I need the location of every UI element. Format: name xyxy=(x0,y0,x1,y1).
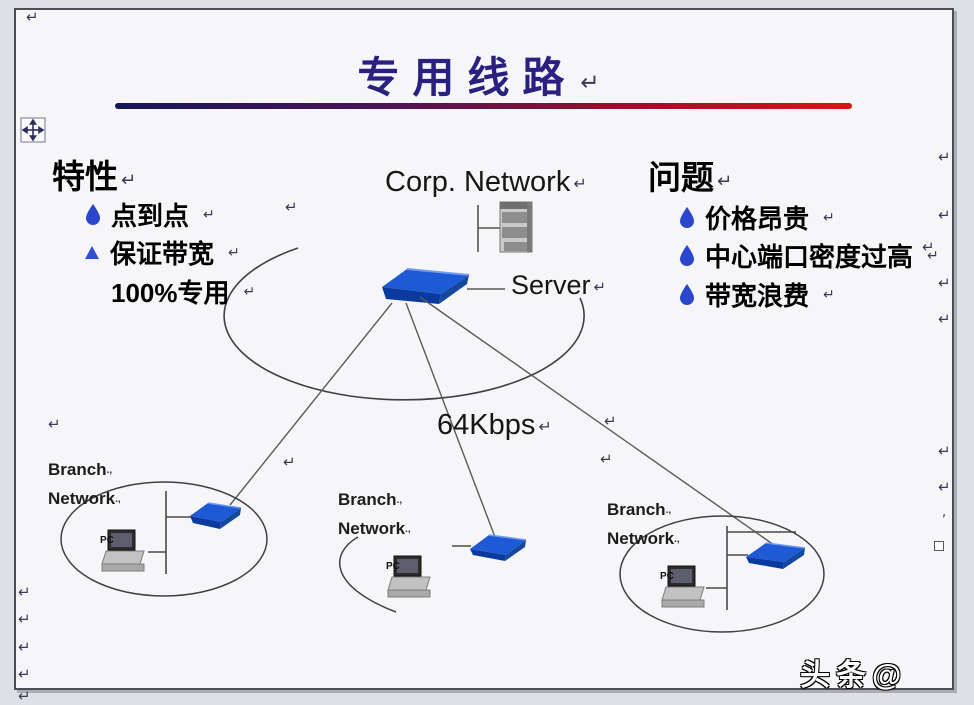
wan-link-left xyxy=(229,302,393,506)
paragraph-mark: ↵ xyxy=(18,665,31,683)
problem-item-label: 价格昂贵 xyxy=(705,204,810,234)
droplet-bullet-icon xyxy=(680,207,694,228)
router-icon-branch-left xyxy=(190,502,242,529)
paragraph-mark: ↵ xyxy=(18,638,31,656)
hidden-char-marks: ., xyxy=(405,524,411,535)
branch-middle-group: PC xyxy=(338,534,527,613)
problems-heading: 问题↵ xyxy=(648,151,732,199)
svg-text:PC: PC xyxy=(100,535,114,546)
droplet-bullet-icon xyxy=(680,284,694,305)
feature-item: 100%专用 ↵ xyxy=(111,273,255,310)
hidden-char-marks: ., xyxy=(106,465,113,476)
paragraph-mark: ↵ xyxy=(26,8,39,26)
paragraph-mark: ↵ xyxy=(285,198,298,216)
paragraph-mark: ↵ xyxy=(938,310,951,328)
hidden-char-marks: ., xyxy=(674,534,680,545)
branch-label-line1: Branch xyxy=(607,500,666,519)
problems-heading-text: 问题 xyxy=(648,159,714,196)
paragraph-mark: ↵ xyxy=(823,209,835,226)
corp-network-label-text: Corp. Network xyxy=(385,166,571,198)
corp-network-label: Corp. Network↵ xyxy=(385,166,587,199)
server-label: Server↵ xyxy=(511,270,606,301)
paragraph-mark: ↵ xyxy=(228,244,240,261)
server-icon xyxy=(477,201,533,253)
paragraph-mark: ↵ xyxy=(573,174,587,193)
wan-link-middle xyxy=(405,302,496,538)
hidden-char-mark: , xyxy=(942,505,947,520)
link-speed-label-text: 64Kbps xyxy=(437,409,536,441)
problem-item: 中心端口密度过高 ↵ xyxy=(680,237,939,274)
branch-label-line2: Network xyxy=(338,519,406,538)
hidden-char-marks: ., xyxy=(665,505,672,516)
server-label-text: Server xyxy=(511,270,591,300)
pc-icon-right: PC xyxy=(660,565,705,608)
paragraph-mark: ↵ xyxy=(203,206,215,223)
branch-middle-label: Branch., Network., xyxy=(338,486,411,544)
features-heading-text: 特性 xyxy=(52,158,118,195)
problem-item-label: 中心端口密度过高 xyxy=(705,242,914,272)
router-icon-branch-right xyxy=(746,542,806,569)
slide-title: 专用线路↵ xyxy=(290,44,680,105)
problem-item: 带宽浪费 ↵ xyxy=(680,276,835,313)
router-icon-branch-middle xyxy=(470,534,527,561)
triangle-bullet-icon xyxy=(85,246,99,259)
paragraph-mark: ↵ xyxy=(938,442,951,460)
hidden-char-marks: ., xyxy=(396,495,403,506)
paragraph-mark: ↵ xyxy=(823,286,835,303)
feature-item: 保证带宽 ↵ xyxy=(85,234,240,271)
toutiao-watermark: 头条@ xyxy=(800,659,908,692)
paragraph-mark: ↵ xyxy=(18,610,31,628)
paragraph-mark: ↵ xyxy=(18,687,31,705)
feature-item: 点到点 ↵ xyxy=(86,196,215,233)
paragraph-mark: ↵ xyxy=(283,453,296,471)
branch-label-line2: Network xyxy=(607,529,675,548)
droplet-bullet-icon xyxy=(680,245,694,266)
slide-title-text: 专用线路 xyxy=(357,56,578,102)
paragraph-mark: ↵ xyxy=(938,478,951,496)
branch-right-group: PC xyxy=(619,515,825,633)
problem-item-label: 带宽浪费 xyxy=(705,281,810,311)
link-speed-label: 64Kbps↵ xyxy=(437,409,552,442)
slide-page xyxy=(14,8,954,690)
paragraph-mark: ↵ xyxy=(243,283,256,300)
pc-icon-left: PC xyxy=(100,529,145,572)
corp-network-ellipse xyxy=(223,247,585,401)
paragraph-mark: ↵ xyxy=(600,450,613,468)
features-heading: 特性↵ xyxy=(52,150,136,198)
droplet-bullet-icon xyxy=(86,204,100,225)
branch-label-line1: Branch xyxy=(48,460,107,479)
wan-link-right xyxy=(419,296,775,546)
paragraph-mark: ↵ xyxy=(580,70,613,96)
svg-text:PC: PC xyxy=(660,571,674,582)
router-icon-core xyxy=(382,268,470,304)
pc-icon-middle: PC xyxy=(386,555,431,598)
paragraph-mark: ↵ xyxy=(938,274,951,292)
paragraph-mark: ↵ xyxy=(922,238,935,256)
feature-item-label: 100%专用 xyxy=(111,278,230,308)
paragraph-mark: ↵ xyxy=(593,278,606,296)
paragraph-mark: ↵ xyxy=(538,417,552,436)
resize-handle[interactable] xyxy=(934,541,944,551)
branch-right-label: Branch., Network., xyxy=(607,496,680,554)
title-underline-gradient xyxy=(115,103,852,109)
paragraph-mark: ↵ xyxy=(604,412,617,430)
paragraph-mark: ↵ xyxy=(18,583,31,601)
paragraph-mark: ↵ xyxy=(121,170,137,191)
problem-item: 价格昂贵 ↵ xyxy=(680,199,835,236)
branch-label-line2: Network xyxy=(48,489,116,508)
feature-item-label: 点到点 xyxy=(111,201,190,231)
hidden-char-marks: ., xyxy=(115,494,121,505)
move-handle-icon[interactable] xyxy=(20,117,46,143)
branch-label-line1: Branch xyxy=(338,490,397,509)
branch-left-group: PC xyxy=(60,481,268,597)
feature-item-label: 保证带宽 xyxy=(110,239,215,269)
paragraph-mark: ↵ xyxy=(938,148,951,166)
branch-left-label: Branch., Network., xyxy=(48,456,121,514)
paragraph-mark: ↵ xyxy=(48,415,61,433)
paragraph-mark: ↵ xyxy=(717,171,733,192)
svg-text:PC: PC xyxy=(386,561,400,572)
paragraph-mark: ↵ xyxy=(927,247,939,264)
paragraph-mark: ↵ xyxy=(938,206,951,224)
